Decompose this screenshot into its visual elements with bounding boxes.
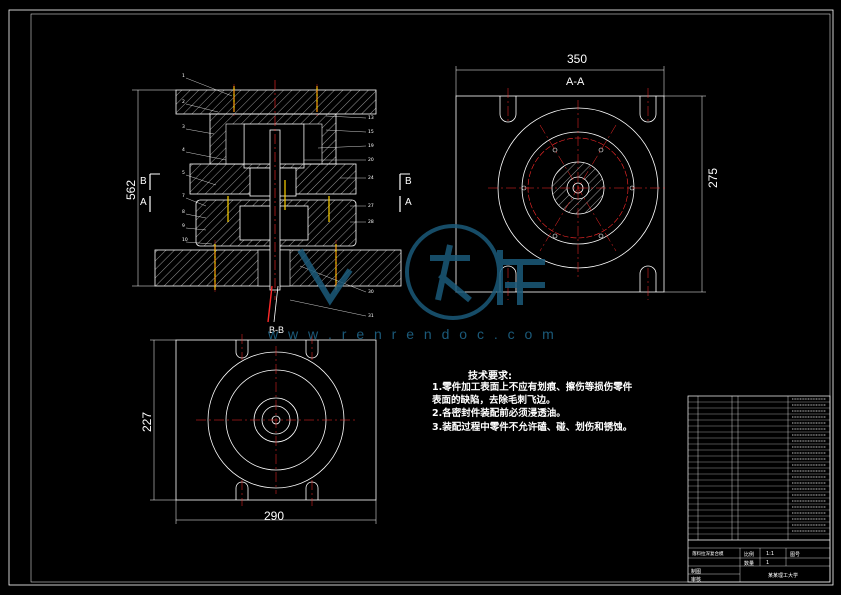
watermark-logo	[297, 224, 545, 320]
dim-front-height: 562	[124, 179, 138, 200]
designer-label: 制图	[691, 569, 702, 575]
dim-top-width: 350	[567, 52, 588, 66]
svg-text:20: 20	[368, 157, 374, 163]
tech-requirement-1b: 表面的缺陷，去除毛刺飞边。	[432, 395, 556, 406]
qty-value: 1	[766, 560, 770, 566]
scale-value: 1:1	[766, 551, 775, 557]
svg-text:7: 7	[182, 193, 185, 199]
scale-label: 比例	[744, 552, 755, 558]
parts-list-rows	[688, 398, 830, 535]
svg-text:2: 2	[182, 99, 185, 105]
svg-text:10: 10	[182, 237, 188, 243]
svg-text:15: 15	[368, 129, 374, 135]
school-name: 某某理工大学	[768, 573, 799, 579]
inner-frame	[30, 13, 831, 583]
tech-requirement-1: 1.零件加工表面上不应有划痕、擦伤等损伤零件	[432, 382, 633, 393]
svg-text:8: 8	[182, 209, 185, 215]
svg-text:3: 3	[182, 124, 185, 130]
svg-text:31: 31	[368, 313, 374, 319]
svg-text:5: 5	[182, 170, 185, 176]
top-view-a-a	[455, 66, 706, 300]
watermark-url: w w w . r e n r e n d o c . c o m	[268, 326, 557, 342]
svg-text:19: 19	[368, 143, 374, 149]
cut-label-a-right: A	[405, 197, 412, 208]
tech-requirement-2: 2.各密封件装配前必须浸透油。	[432, 408, 566, 419]
svg-text:24: 24	[368, 175, 374, 181]
qty-label: 数量	[744, 561, 755, 567]
outer-frame	[8, 9, 834, 586]
dim-bottom-height: 227	[140, 411, 154, 432]
dim-bottom-width: 290	[264, 509, 285, 523]
svg-text:4: 4	[182, 147, 185, 153]
svg-text:13: 13	[368, 115, 374, 121]
svg-text:27: 27	[368, 203, 374, 209]
svg-text:28: 28	[368, 219, 374, 225]
bottom-view-b-b	[150, 334, 377, 524]
sheet-label: 图号	[790, 552, 801, 558]
cut-label-b-right: B	[405, 176, 412, 187]
cut-label-a-left: A	[140, 197, 147, 208]
svg-text:1: 1	[182, 73, 185, 79]
svg-text:30: 30	[368, 289, 374, 295]
checker-label: 审核	[691, 577, 702, 583]
section-label-b-b: B-B	[269, 325, 285, 335]
section-label-a-a: A-A	[566, 76, 585, 88]
svg-text:9: 9	[182, 223, 185, 229]
tech-requirement-3: 3.装配过程中零件不允许磕、碰、划伤和锈蚀。	[432, 422, 633, 433]
tech-requirements-title: 技术要求:	[468, 371, 512, 382]
front-section-view: 1 2 3 4 5 7 8 9 10 13 15 19 20 24 27 28 30 31	[132, 73, 410, 323]
cut-label-b-left: B	[140, 176, 147, 187]
drawing-name: 落料拉深复合模	[692, 552, 724, 557]
dim-top-height: 275	[706, 167, 720, 188]
